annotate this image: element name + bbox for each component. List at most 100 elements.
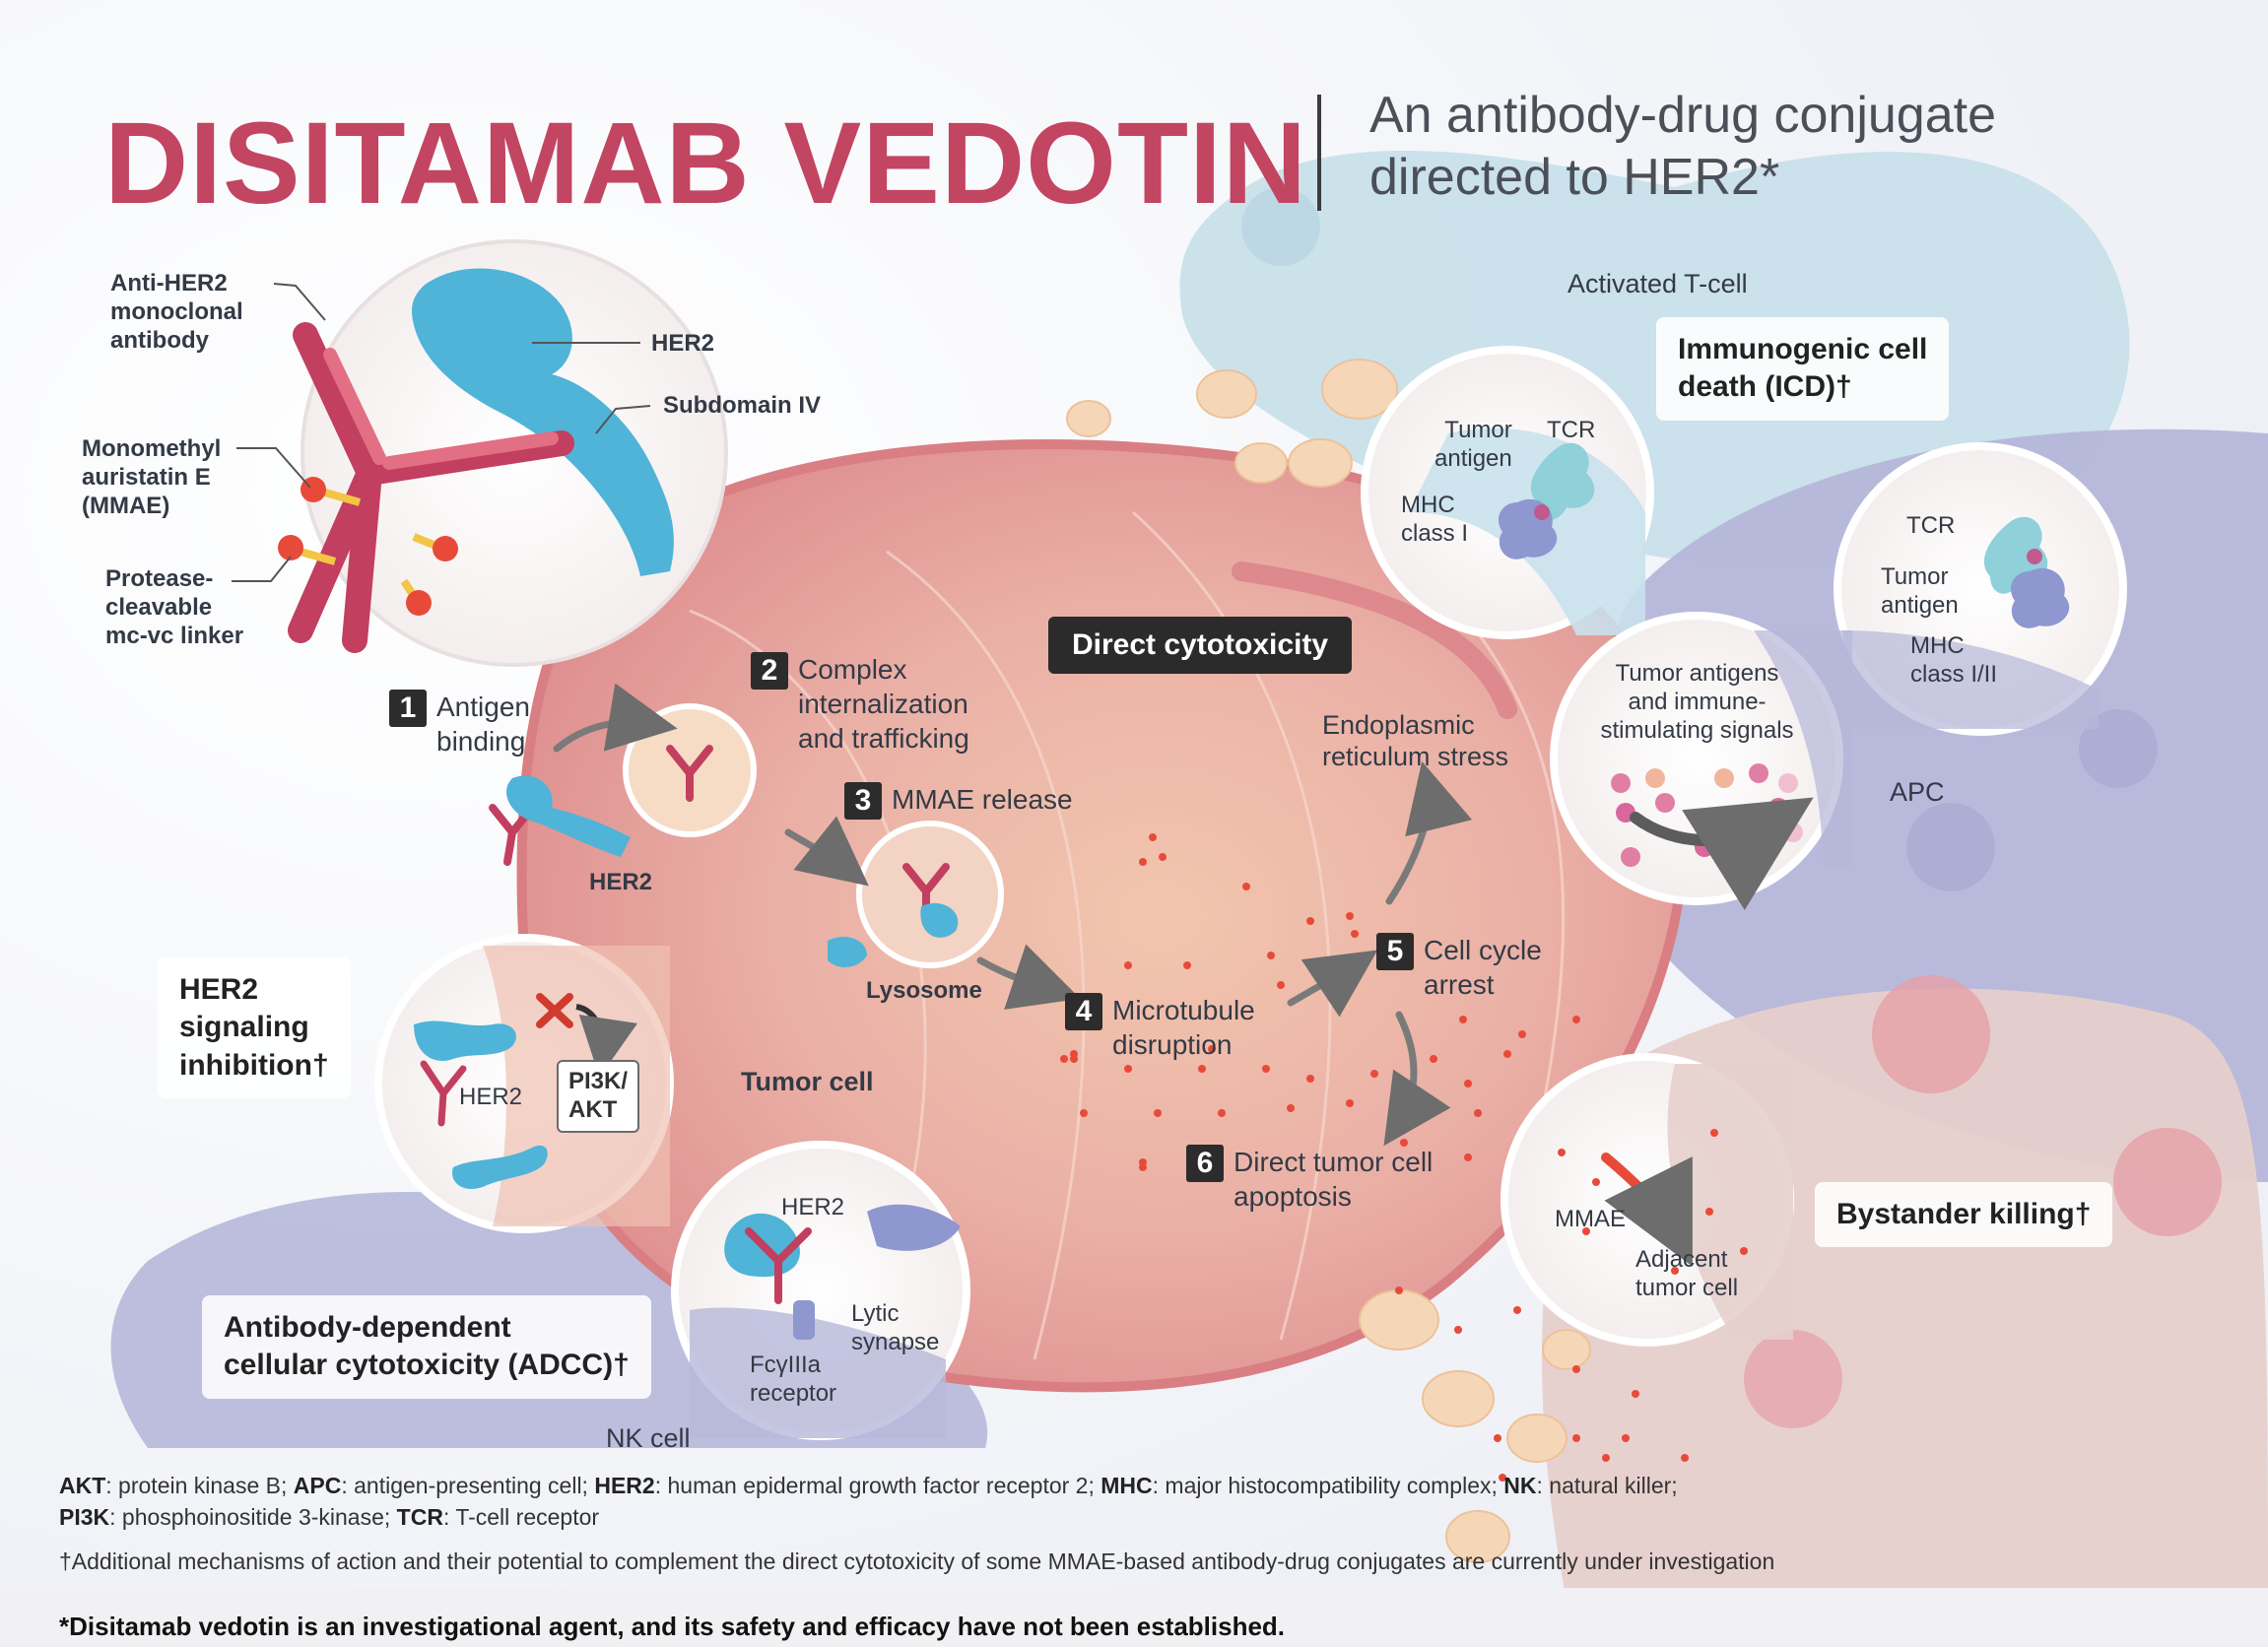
- mmae-payload-dots: [1060, 833, 1689, 1482]
- abbr-definition: : protein kinase B;: [105, 1473, 294, 1498]
- cytoskeleton: [1131, 510, 1332, 1341]
- abbreviations-line-1: AKT: protein kinase B; APC: antigen-pres…: [59, 1470, 1678, 1501]
- label-adjacent-tumor-cell: Adjacent tumor cell: [1635, 1246, 1739, 1301]
- label-tumor-antigen-1: Tumor antigen: [1434, 417, 1512, 472]
- antigen-shape-1: [1534, 504, 1550, 520]
- step-label: Cell cycle arrest: [1424, 935, 1542, 1000]
- antibody-highlight: [323, 348, 559, 470]
- apc-blob: [1906, 803, 1995, 891]
- tumor-bleb: [1744, 1330, 1842, 1428]
- abbr-term: APC: [293, 1473, 342, 1498]
- icd-box: Immunogenic cell death (ICD)†: [1656, 317, 1950, 421]
- label-activated-t-cell: Activated T-cell: [1568, 269, 1748, 298]
- antigen-arrow: [1630, 797, 1814, 911]
- lytic-granule: [867, 1204, 961, 1251]
- abbr-term: AKT: [59, 1473, 106, 1498]
- tumor-bleb: [1872, 975, 1990, 1093]
- title-divider: [1317, 95, 1321, 211]
- step-label: Microtubule disruption: [1112, 995, 1255, 1060]
- endoplasmic-reticulum: [1232, 561, 1517, 719]
- step-number: 1: [389, 690, 427, 727]
- her2-receptor-large: [412, 268, 674, 576]
- label-her2-binding: HER2: [589, 869, 653, 895]
- her2-fragment: [828, 936, 867, 967]
- label-linker: Protease- cleavable mc-vc linker: [105, 565, 244, 649]
- pathway-arrows: [553, 683, 1473, 1147]
- tumor-bleb: [2113, 1128, 2222, 1236]
- step-6: 6 Direct tumor cell apoptosis: [1186, 1145, 1433, 1214]
- label-her2-adcc: HER2: [781, 1194, 845, 1220]
- step-number: 2: [751, 652, 788, 690]
- label-anti-her2-antibody: Anti-HER2 monoclonal antibody: [110, 270, 243, 354]
- tcr-shape-1: [1530, 442, 1595, 520]
- label-apc: APC: [1890, 777, 1945, 807]
- label-tcr-2: TCR: [1906, 512, 1956, 539]
- label-her2-molecule: HER2: [651, 330, 715, 357]
- her2-receptor-shape: [414, 1021, 548, 1190]
- label-tumor-antigen-2: Tumor antigen: [1881, 563, 1959, 619]
- label-tumor-cell: Tumor cell: [741, 1067, 874, 1096]
- vesicles: [1066, 359, 1591, 1563]
- step-3: 3 MMAE release: [844, 782, 1073, 820]
- signal-arrow: [575, 1004, 637, 1078]
- inset-apc-region: [1842, 630, 2099, 729]
- page-subtitle: An antibody-drug conjugate directed to H…: [1369, 87, 1997, 207]
- antigen-shape-2: [2027, 549, 2042, 564]
- abbr-definition: : human epidermal growth factor receptor…: [654, 1473, 1101, 1498]
- bystander-box: Bystander killing†: [1815, 1182, 2113, 1248]
- pi3k-akt-box: PI3K/ AKT: [557, 1060, 640, 1133]
- inset-nk-membrane: [690, 1307, 946, 1438]
- abbr-term: NK: [1503, 1473, 1537, 1498]
- inset-adjacent-region: [1667, 1064, 1793, 1340]
- label-mhc-1: MHC class I: [1401, 492, 1469, 547]
- label-mmae-bystander: MMAE: [1555, 1206, 1626, 1232]
- step-1: 1 Antigen binding: [389, 690, 530, 758]
- callout-lines: [232, 283, 651, 582]
- her2-inhibition-box: HER2 signaling inhibition†: [158, 957, 351, 1099]
- bystander-arrow: [1601, 1153, 1693, 1267]
- abbr-definition: : natural killer;: [1536, 1473, 1678, 1498]
- label-tcr-1: TCR: [1547, 417, 1596, 443]
- step-number: 4: [1065, 993, 1102, 1030]
- direct-cytotoxicity-pill: Direct cytotoxicity: [1048, 617, 1353, 674]
- step-number: 5: [1376, 933, 1414, 970]
- abbr-term: TCR: [396, 1504, 443, 1531]
- step-4: 4 Microtubule disruption: [1065, 993, 1255, 1062]
- step-label: Antigen binding: [436, 692, 530, 757]
- dagger-footnote: †Additional mechanisms of action and the…: [59, 1548, 1775, 1574]
- step-2: 2 Complex internalization and traffickin…: [751, 652, 969, 756]
- step-number: 3: [844, 782, 882, 820]
- step-label: Complex internalization and trafficking: [798, 654, 969, 754]
- cytoskeleton: [886, 550, 1086, 1360]
- label-mhc-2: MHC class I/II: [1910, 632, 1998, 688]
- t-cell-bump: [1241, 187, 1320, 266]
- abbr-definition: : major histocompatibility complex;: [1152, 1473, 1504, 1498]
- adcc-box: Antibody-dependent cellular cytotoxicity…: [202, 1295, 651, 1399]
- block-x-icon: [536, 993, 573, 1028]
- abbreviations: AKT: protein kinase B; APC: antigen-pres…: [59, 1470, 1678, 1533]
- label-er-stress: Endoplasmic reticulum stress: [1322, 710, 1509, 772]
- fc-receptor-shape: [793, 1300, 815, 1340]
- abbr-definition: : T-cell receptor: [442, 1504, 600, 1531]
- her2-binding: [506, 775, 631, 857]
- abbr-definition: : antigen-presenting cell;: [341, 1473, 595, 1498]
- label-tumor-antigens: Tumor antigens and immune- stimulating s…: [1600, 660, 1794, 744]
- label-subdomain-iv: Subdomain IV: [663, 392, 822, 419]
- step-label: MMAE release: [892, 784, 1073, 815]
- step-number: 6: [1186, 1145, 1224, 1182]
- mhc-shape-2: [2010, 567, 2070, 628]
- label-mmae: Monomethyl auristatin E (MMAE): [82, 435, 222, 519]
- inset-antigen-apc: [1754, 630, 1852, 867]
- page-title: DISITAMAB VEDOTIN: [104, 99, 1308, 229]
- abbr-term: MHC: [1101, 1473, 1153, 1498]
- step-5: 5 Cell cycle arrest: [1376, 933, 1542, 1002]
- antibody-adcc: [745, 1227, 812, 1304]
- label-nk-cell: NK cell: [606, 1423, 691, 1453]
- footer-band: [0, 1588, 2268, 1647]
- label-fc-receptor: FcγIIIa receptor: [750, 1351, 837, 1407]
- her2-lysosome: [920, 902, 959, 938]
- antibody-endosome: [666, 745, 713, 802]
- antibody-small: [420, 1060, 467, 1127]
